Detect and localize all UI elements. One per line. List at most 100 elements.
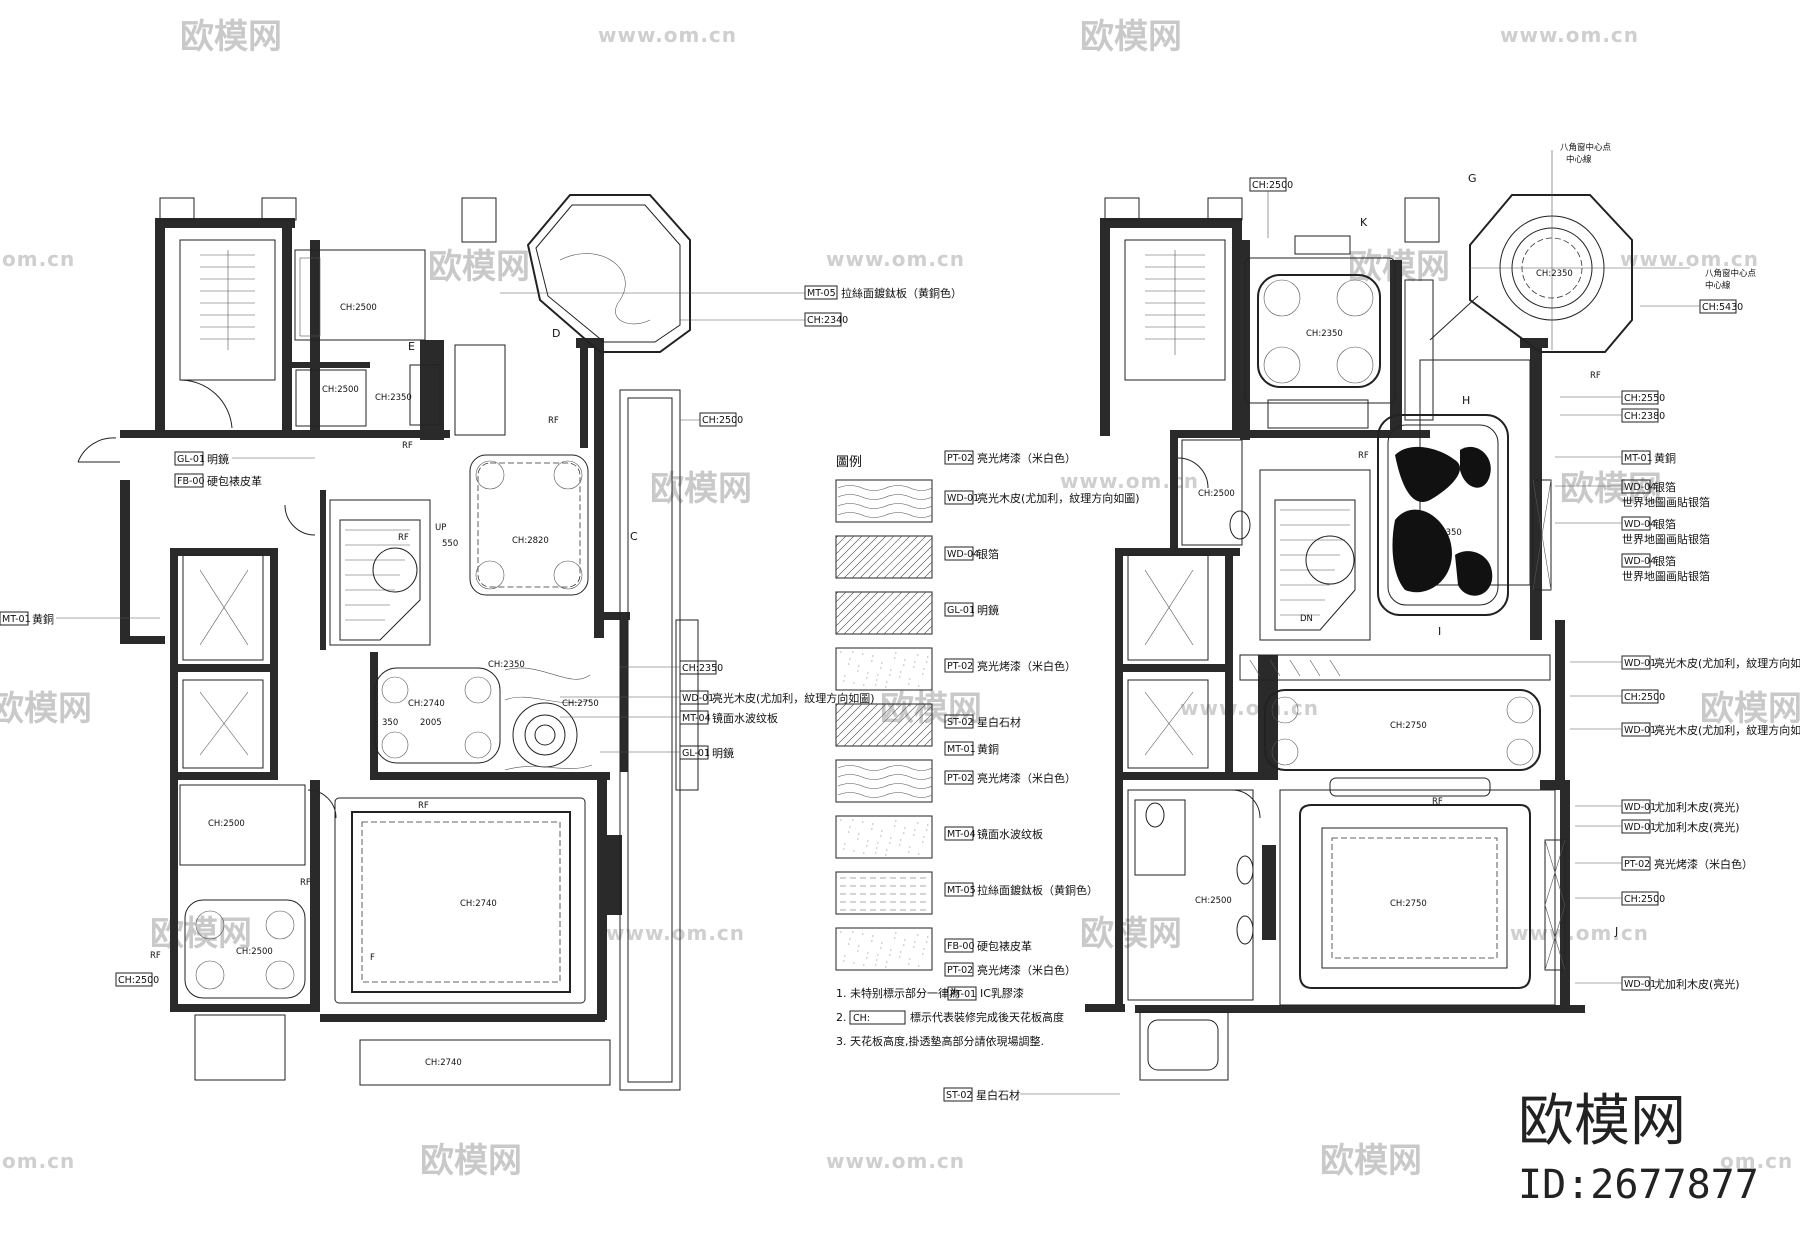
ceiling-height-tag: CH:2750	[1390, 721, 1427, 731]
legend-code-box	[944, 658, 974, 673]
wall	[1115, 664, 1233, 672]
ceiling-coffer	[469, 454, 589, 596]
wall	[155, 218, 295, 228]
legend-code-box	[944, 882, 974, 897]
callout-code: MT-05	[807, 288, 836, 299]
section-marker: D	[552, 327, 560, 340]
callout-label: 硬包裱皮革	[207, 474, 262, 488]
legend-label: 硬包裱皮革	[977, 939, 1032, 953]
stair-treads	[1280, 509, 1350, 616]
legend-swatch	[835, 815, 933, 859]
ceiling-height-tag: CH:2750	[1390, 899, 1427, 909]
octagon-bay-inner	[535, 204, 681, 343]
watermark-url: www.om.cn	[606, 921, 745, 945]
watermark-brand: 欧模网	[1700, 689, 1800, 729]
window-bay	[159, 197, 195, 221]
powder-room	[295, 369, 367, 427]
watermark-url: www.om.cn	[826, 1149, 965, 1173]
callout-label: 银箔	[1654, 517, 1676, 531]
legend-code: PT-02	[947, 453, 973, 464]
wall	[1170, 430, 1178, 550]
bedroom-area	[334, 797, 586, 1004]
ceiling-height-tag: CH:2500	[322, 385, 359, 395]
window-bay	[461, 197, 497, 243]
callout-code: CH:2380	[1624, 411, 1665, 422]
ceiling-height-tag: CH:2350	[1425, 528, 1462, 538]
legend-label: 亮光烤漆（米白色）	[977, 963, 1076, 977]
callout-label: 拉絲面鍍鈦板（黄銅色）	[841, 286, 962, 300]
door-swing	[77, 437, 117, 463]
elevator-shaft	[1127, 554, 1209, 661]
brand-logo-text: 欧模网	[1518, 1089, 1686, 1154]
watermark-url: www.om.cn	[1510, 921, 1649, 945]
callout-label: 亮光木皮(尤加利，紋理方向如圖)	[1654, 656, 1800, 670]
annotation: 八角窗中心点	[1560, 142, 1612, 153]
wall	[1540, 780, 1568, 790]
brand-block: 欧模网 ID:2677877	[1518, 1089, 1759, 1208]
wall	[1085, 1004, 1125, 1012]
wall	[155, 218, 165, 436]
window-bay	[261, 197, 297, 221]
legend-label: 亮光烤漆（米白色）	[977, 451, 1076, 465]
legend-code-box	[944, 770, 974, 785]
legend-code: ST-02	[947, 717, 973, 728]
legend-code-box	[944, 741, 974, 756]
callout-label: 银箔	[1654, 554, 1676, 568]
legend-swatch	[835, 479, 933, 523]
callout-label: 黄銅	[32, 612, 54, 626]
legend-hatch	[840, 651, 929, 688]
ceiling-height-tag: CH:2740	[425, 1058, 462, 1068]
callout-code: CH:2550	[1624, 393, 1665, 404]
exterior-window	[675, 619, 699, 791]
right-plan-labels: CH:2350 CH:2350 CH:2500 CH:2350 CH:2750 …	[1195, 142, 1800, 991]
door-swing	[284, 504, 316, 536]
bathroom	[179, 784, 306, 866]
cabinet	[409, 364, 441, 426]
legend-note-code: CH:	[853, 1013, 870, 1024]
stair-well	[1124, 239, 1226, 381]
octagon-bay-window	[526, 194, 691, 353]
left-floor-plan	[77, 194, 699, 1091]
octagon-bay-window	[1469, 194, 1633, 353]
dimension: 350	[382, 718, 398, 728]
wall	[170, 548, 278, 556]
wall	[370, 652, 378, 780]
callout-label: 尤加利木皮(亮光)	[1654, 820, 1740, 834]
legend-swatch	[835, 871, 933, 915]
window-bay	[1207, 197, 1243, 221]
legend-hatch	[840, 819, 929, 856]
callout-code: GL-01	[682, 748, 710, 759]
callout-code: ST-02	[946, 1090, 972, 1101]
section-marker: H	[1462, 394, 1470, 407]
section-marker: RF	[398, 533, 409, 543]
watermark-edge: om.cn	[1720, 1149, 1793, 1173]
laundry	[194, 1014, 286, 1081]
wall	[170, 780, 178, 1010]
shower	[1134, 799, 1186, 876]
legend-title: 圖例	[836, 455, 862, 470]
legend-code-box	[944, 546, 974, 561]
section-marker: RF	[1590, 371, 1601, 381]
callout-code: WD-01	[682, 693, 714, 704]
ceiling-height-tag: CH:2350	[488, 660, 525, 670]
section-marker: J	[1614, 925, 1618, 938]
map-continent	[1455, 551, 1493, 596]
window-bay	[1294, 235, 1351, 255]
cabinetry	[1239, 654, 1551, 681]
callout-code: CH:2340	[807, 315, 848, 326]
callout-label: 明鏡	[207, 452, 229, 466]
wall	[170, 664, 278, 672]
legend-note-code: PT-01	[950, 989, 976, 1000]
world-map-ceiling	[1377, 414, 1509, 616]
watermark-brand: 欧模网	[428, 247, 530, 287]
wall	[1120, 548, 1240, 556]
bath-coffer	[184, 899, 306, 999]
callout-code: FB-00	[177, 476, 205, 487]
door-swing	[1177, 457, 1209, 489]
elevator-shaft	[1127, 679, 1209, 769]
bedroom-coffer	[351, 811, 571, 993]
ceiling-height-tag: CH:2500	[208, 819, 245, 829]
ceiling-height-tag: CH:2350	[1536, 269, 1573, 279]
tv-wall	[603, 840, 617, 910]
